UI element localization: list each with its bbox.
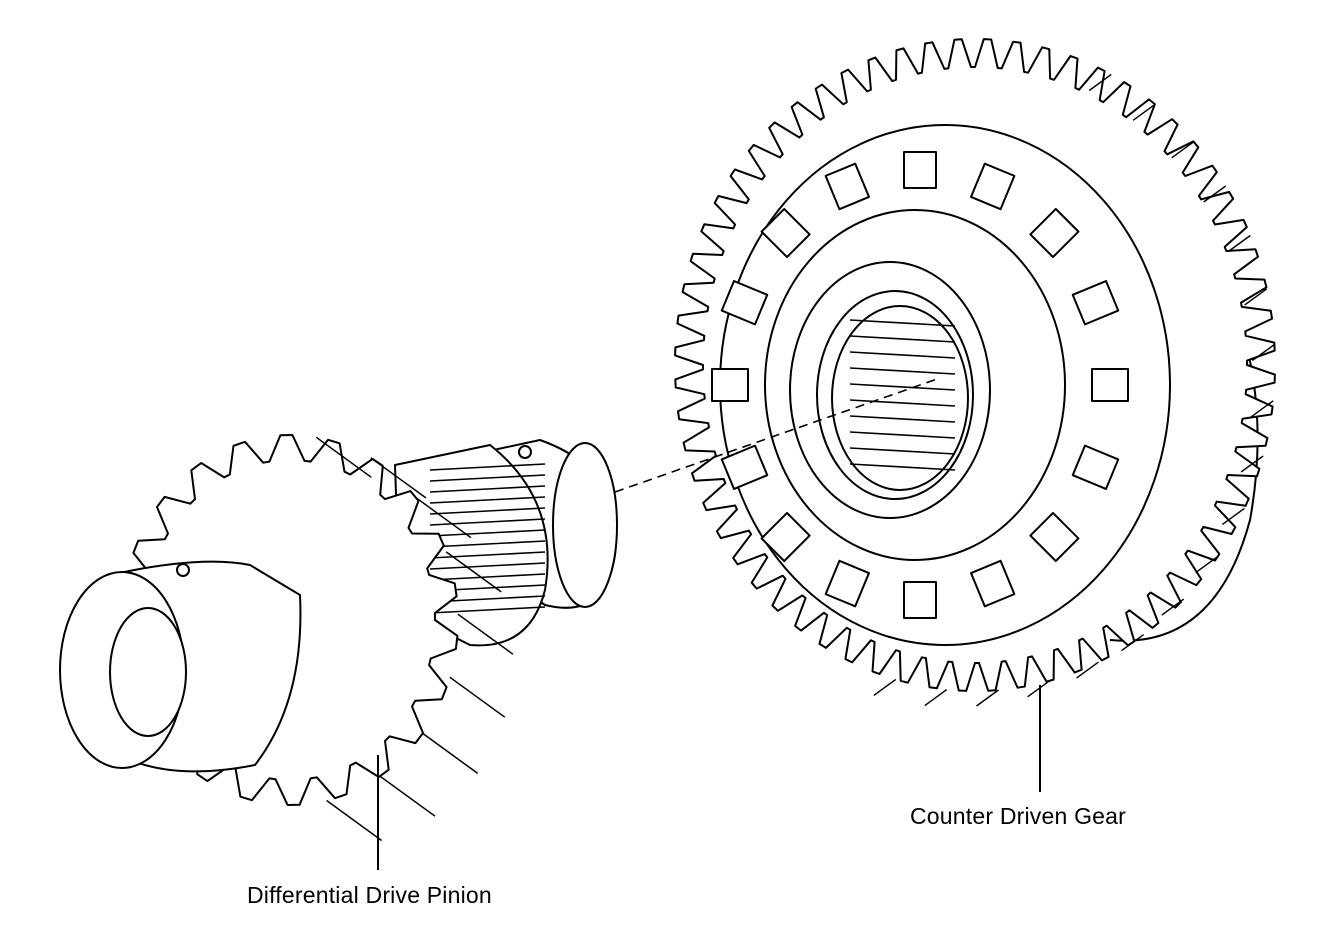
driven-gear-helix-line	[1161, 598, 1185, 616]
driven-gear-helix-line	[1203, 185, 1227, 203]
pinion-helix-line	[370, 457, 427, 499]
hub-lug	[1029, 511, 1080, 563]
pinion-helix-line	[379, 775, 436, 817]
driven-gear-hub-lugs	[711, 151, 1129, 619]
hub-lug	[711, 368, 749, 402]
hub-lug	[824, 559, 870, 608]
bore-spline-line	[849, 319, 956, 327]
bore-spline-line	[849, 367, 956, 375]
pinion-spline-line	[429, 573, 546, 581]
pinion-front-oil-hole	[176, 563, 190, 577]
pinion-spline-line	[429, 463, 546, 471]
pinion-spline-line	[429, 485, 546, 493]
driven-gear-helix-line	[1121, 634, 1145, 652]
driven-gear-label: Counter Driven Gear	[910, 803, 1126, 829]
hub-lug	[824, 162, 870, 211]
driven-gear-helix-line	[1240, 455, 1264, 473]
hub-lug	[1029, 207, 1080, 259]
driven-gear-helix-line	[1250, 400, 1274, 418]
pinion-spline-line	[429, 540, 546, 548]
bore-spline-line	[849, 463, 956, 471]
pinion-rear-journal-face	[552, 442, 618, 608]
driven-gear-helix-line	[1027, 680, 1051, 698]
pinion-front-bore	[109, 607, 187, 737]
driven-gear-bore	[831, 305, 969, 491]
driven-gear-helix-line	[1195, 556, 1219, 574]
driven-gear-helix-line	[873, 678, 897, 696]
pinion-helix-line	[315, 436, 372, 478]
hub-lug	[720, 280, 769, 326]
pinion-helix-line	[445, 551, 502, 593]
bore-spline-line	[849, 351, 956, 359]
pinion-spline-line	[429, 551, 546, 559]
pinion-helix-line	[326, 799, 383, 842]
differential-drive-pinion	[59, 434, 618, 842]
driven-gear-helix-line	[1221, 507, 1245, 525]
hub-lug	[970, 559, 1016, 608]
bore-spline-line	[849, 415, 956, 423]
pinion-splines	[429, 463, 546, 614]
driven-gear-helix-line	[1132, 103, 1156, 121]
bore-spline-line	[849, 431, 956, 439]
pinion-spline-line	[429, 562, 546, 570]
driven-gear-helix-line	[1076, 661, 1099, 679]
pinion-helix-line	[415, 497, 472, 539]
hub-lug	[970, 162, 1016, 211]
hub-lug	[720, 444, 769, 490]
hub-lug	[1091, 368, 1129, 402]
pinion-spline-line	[429, 507, 546, 515]
pinion-helix-line	[457, 613, 514, 655]
bore-spline-line	[849, 335, 956, 343]
driven-gear-helix-line	[924, 689, 948, 707]
pinion-spline-line	[429, 518, 546, 526]
hub-lug	[903, 581, 937, 619]
pinion-rear-oil-hole	[518, 445, 532, 459]
driven-gear-helix-line	[1088, 73, 1112, 92]
assembly-center-line	[614, 377, 941, 493]
driven-gear-internal-splines	[849, 319, 956, 471]
hub-lug	[760, 511, 811, 563]
pinion-spline-line	[429, 496, 546, 504]
hub-lug	[1071, 280, 1120, 326]
pinion-label: Differential Drive Pinion	[247, 882, 492, 908]
bore-spline-line	[849, 383, 956, 391]
bore-spline-line	[849, 447, 956, 455]
pinion-spline-line	[429, 606, 546, 614]
pinion-helix-line	[422, 732, 479, 775]
hub-lug	[903, 151, 937, 189]
driven-gear-helix-line	[1227, 234, 1251, 253]
driven-gear-helix-line	[1244, 288, 1268, 306]
driven-gear-helix-line	[1171, 141, 1195, 159]
pinion-spline-line	[429, 474, 546, 482]
pinion-spline-line	[429, 529, 546, 537]
driven-gear-helix-line	[1251, 343, 1275, 362]
pinion-helix-line	[449, 676, 506, 718]
hub-lug	[760, 207, 811, 259]
hub-lug	[1071, 444, 1120, 490]
driven-gear-helix-line	[976, 689, 999, 707]
bore-spline-line	[849, 399, 956, 407]
counter-driven-gear	[674, 38, 1276, 707]
